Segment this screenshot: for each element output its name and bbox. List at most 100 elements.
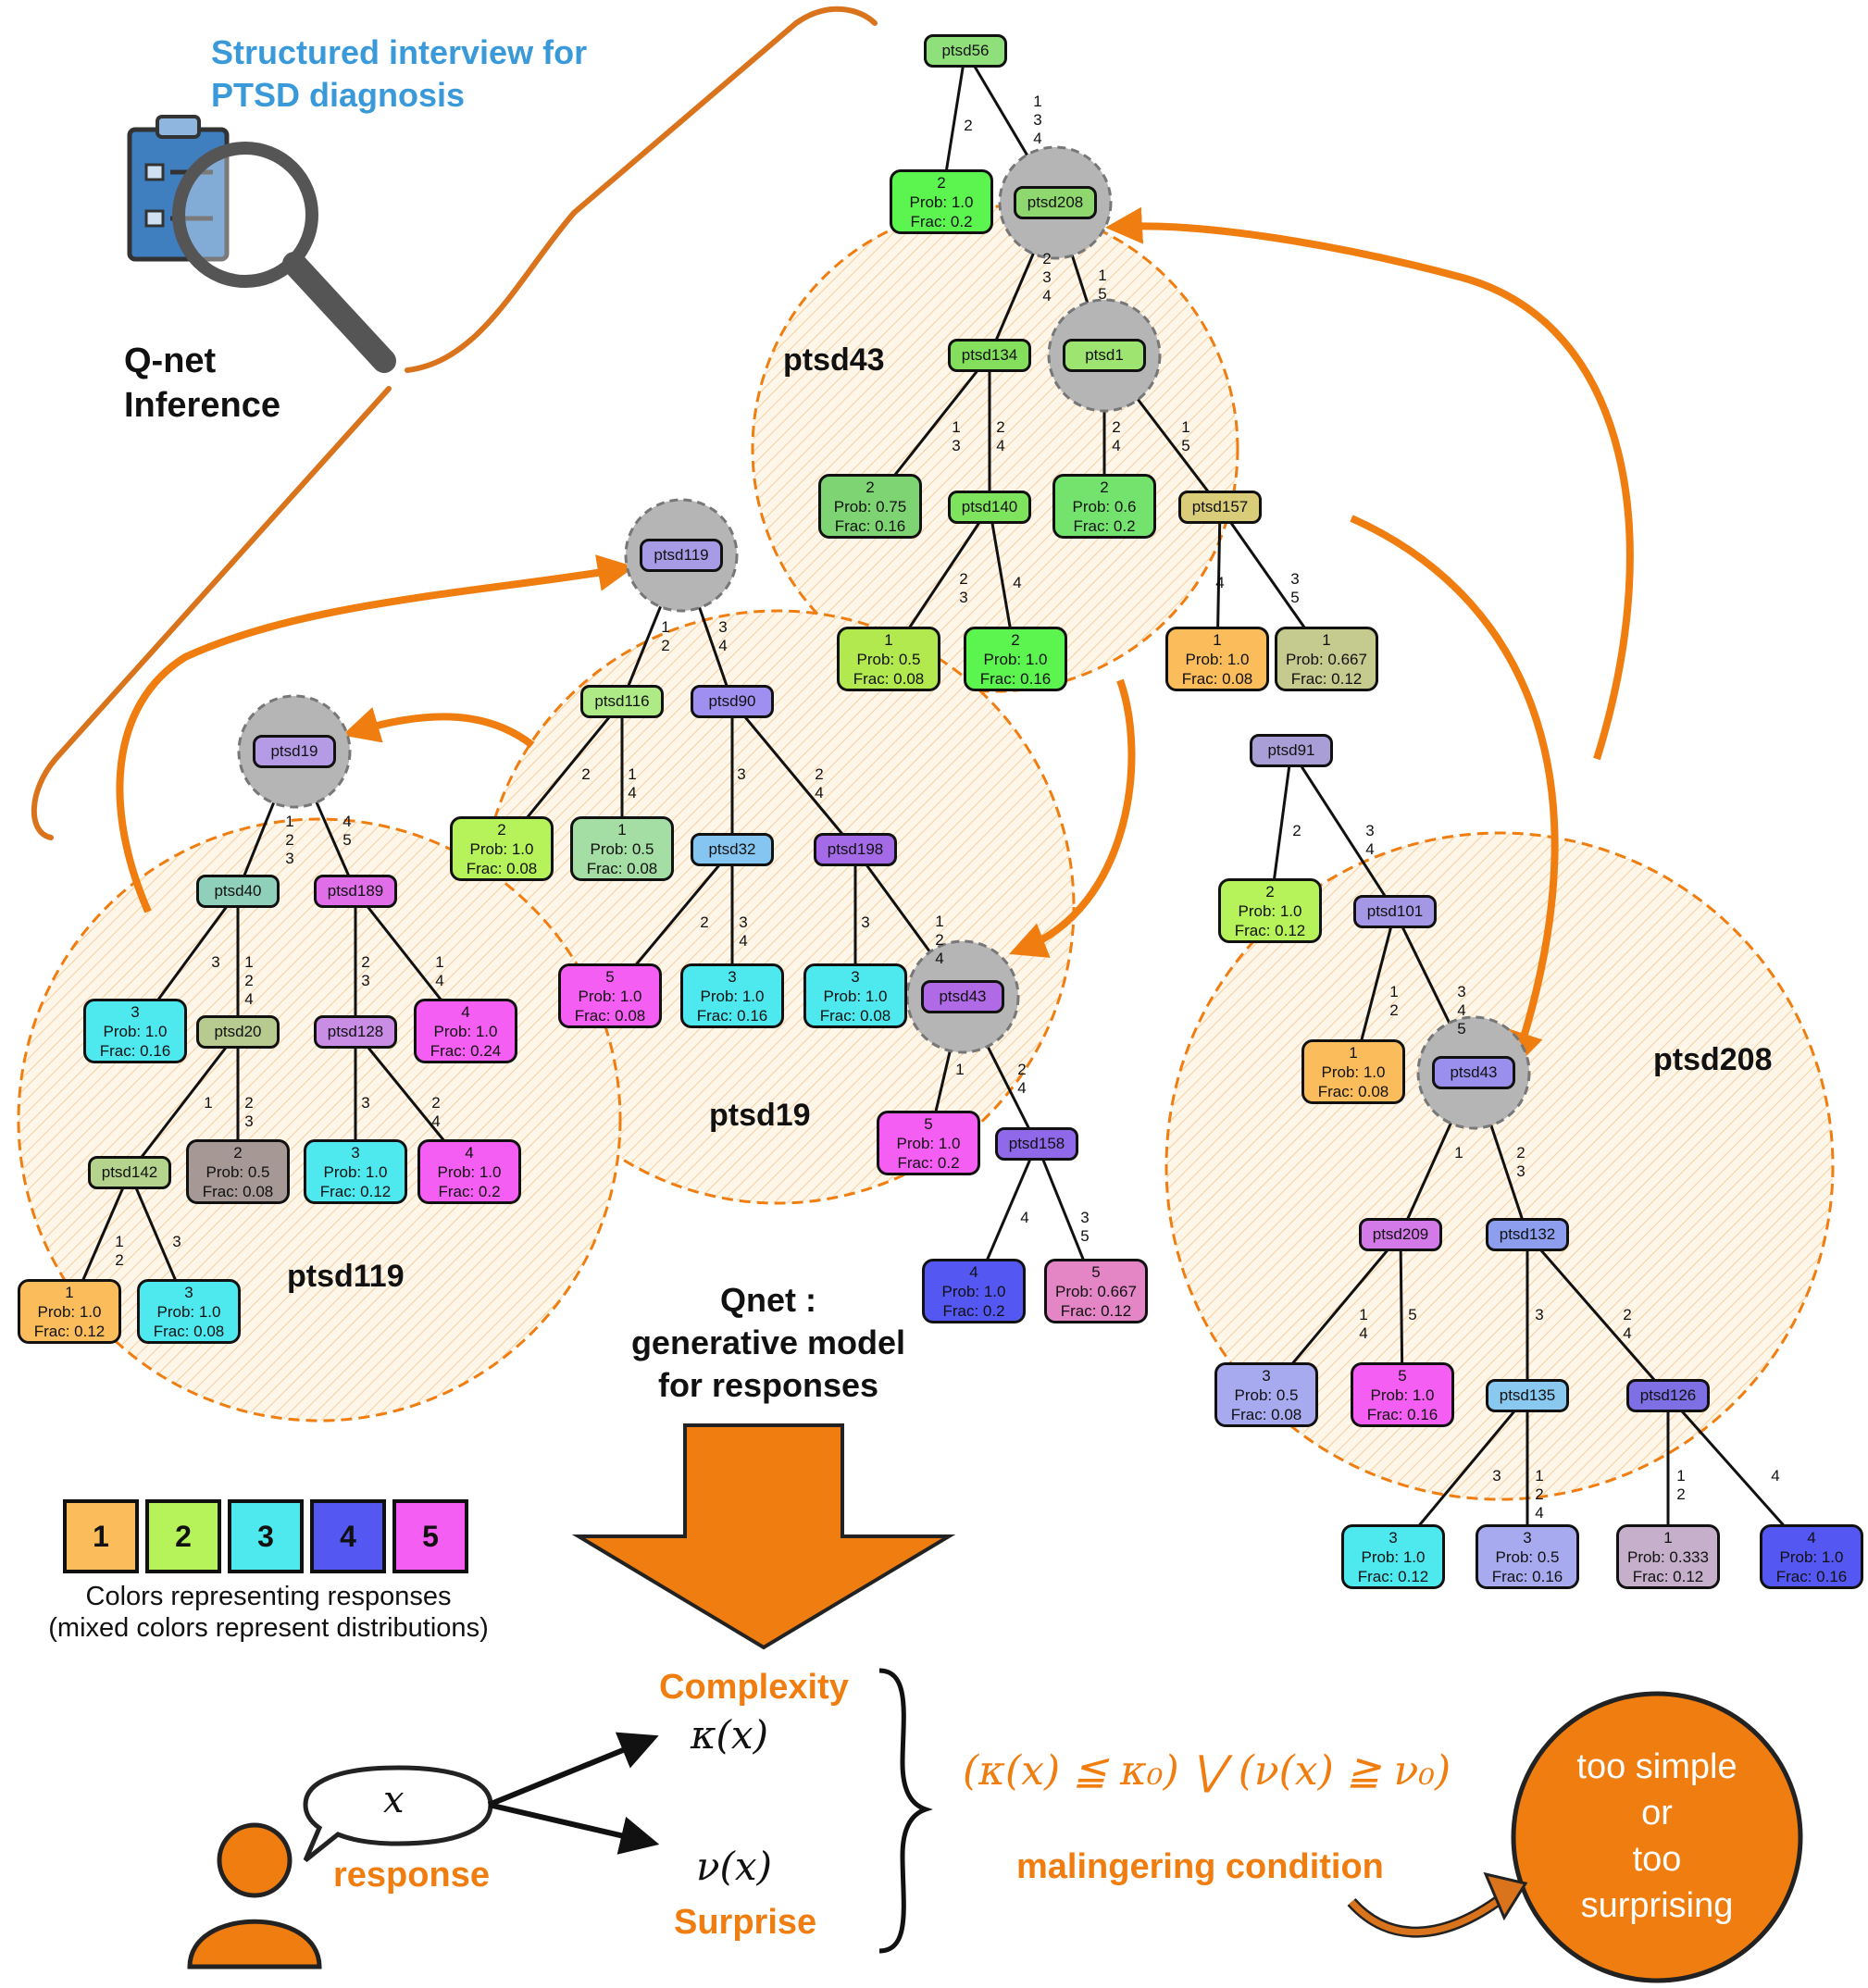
title-line-2: PTSD diagnosis: [211, 76, 466, 114]
result-line-3: too: [1632, 1840, 1682, 1879]
leaf-response: 4: [461, 1003, 470, 1021]
edge-label-value: 2: [244, 972, 254, 989]
edge-label-value: 3: [1033, 111, 1042, 129]
edge-label-value: 3: [1535, 1306, 1544, 1323]
edge-label-value: 3: [172, 1233, 181, 1250]
result-line-1: too simple: [1576, 1747, 1737, 1786]
leaf-response: 1: [1349, 1044, 1358, 1062]
edge-label-e25: 4: [1018, 1209, 1031, 1227]
leaf-response: 2: [866, 478, 875, 496]
edge-label-value: 3: [861, 913, 870, 931]
tree-edge-e33: [128, 1031, 240, 1174]
node-ptsd101: ptsd101: [1353, 895, 1437, 928]
kappa-label: κ(x): [691, 1712, 768, 1758]
node-ptsd158: ptsd158: [995, 1127, 1078, 1161]
qnet-down-arrow: [571, 1423, 956, 1650]
result-line-4: surprising: [1580, 1886, 1734, 1925]
edge-label-value: 3: [211, 953, 220, 971]
leaf-prob: Prob: 1.0: [896, 1135, 961, 1152]
node-ptsd209: ptsd209: [1359, 1218, 1442, 1251]
leaf-frac: Frac: 0.2: [910, 213, 973, 230]
result-circle: [1511, 1691, 1803, 1983]
leaf-prob: Prob: 1.0: [469, 840, 534, 858]
edge-label-value: 1: [1359, 1306, 1368, 1323]
arrow-to-ptsd119: [116, 554, 635, 913]
response-x: x: [383, 1779, 405, 1821]
leaf-frac: Frac: 0.08: [819, 1007, 891, 1025]
node-ptsd116: ptsd116: [580, 685, 664, 718]
edge-label-value: 2: [244, 1094, 254, 1112]
qnet-line-3: for responses: [657, 1366, 879, 1404]
edge-label-e17: 3: [735, 765, 748, 784]
arrow-to-ptsd19: [342, 707, 535, 749]
edge-label-value: 2: [361, 953, 370, 971]
leaf-response: 3: [131, 1003, 140, 1021]
legend-swatch-2: 2: [145, 1499, 221, 1573]
node-ptsd134: ptsd134: [948, 339, 1031, 372]
edge-label-value: 1: [435, 953, 444, 971]
leaf-frac: Frac: 0.2: [1073, 517, 1136, 535]
edge-label-value: 3: [1457, 983, 1466, 1000]
leaf-response: 1: [1663, 1529, 1673, 1547]
leaf-prob: Prob: 1.0: [37, 1303, 102, 1321]
leaf-frac: Frac: 0.16: [834, 517, 906, 535]
leaf-frac: Frac: 0.08: [1230, 1406, 1302, 1423]
edge-label-value: 1: [952, 418, 961, 436]
leaf-frac: Frac: 0.24: [430, 1042, 502, 1060]
leaf-prob: Prob: 1.0: [941, 1283, 1006, 1300]
complexity-label: Complexity: [659, 1668, 849, 1707]
leaf-frac: Frac: 0.2: [438, 1183, 501, 1200]
legend-swatch-3: 3: [228, 1499, 304, 1573]
node-ptsd1: ptsd1: [1063, 339, 1146, 372]
node-ptsd40: ptsd40: [196, 875, 280, 908]
cluster-circles: [17, 205, 1835, 1501]
edge-label-value: 4: [815, 784, 824, 801]
leaf-response: 3: [351, 1144, 360, 1162]
edge-label-value: 4: [431, 1112, 441, 1130]
edge-label-value: 1: [204, 1094, 213, 1112]
magnifier-cable: [31, 6, 878, 840]
edge-label-value: 3: [952, 437, 961, 454]
edge-label-value: 2: [285, 831, 294, 849]
edge-label-value: 3: [361, 1094, 370, 1112]
edge-label-value: 2: [661, 637, 670, 654]
tree-edge-e40: [1289, 750, 1397, 913]
leaf-prob: Prob: 1.0: [700, 988, 765, 1005]
edge-label-value: 1: [935, 913, 944, 930]
edge-label-value: 2: [1042, 250, 1052, 267]
leaf-prob: Prob: 0.6: [1072, 498, 1137, 516]
edge-label-value: 1: [244, 953, 254, 971]
edge-label-value: 3: [244, 1112, 254, 1130]
node-ptsd43a: ptsd43: [921, 980, 1004, 1013]
leaf-prob: Prob: 1.0: [433, 1023, 498, 1040]
edge-label-value: 2: [1623, 1306, 1632, 1323]
leaf-prob: Prob: 0.75: [833, 498, 907, 516]
cluster-ptsd19-circle: [479, 609, 1076, 1205]
leaf-frac: Frac: 0.08: [853, 670, 925, 688]
inference-line-2: Inference: [124, 386, 280, 425]
leaf-prob: Prob: 1.0: [1321, 1063, 1386, 1081]
legend-caption-line-1: Colors representing responses: [85, 1582, 452, 1611]
leaf-response: 5: [605, 968, 615, 986]
edge-label-value: 1: [1676, 1467, 1686, 1485]
qnet-line-2: generative model: [630, 1323, 906, 1361]
edge-label-value: 4: [1017, 1079, 1027, 1097]
leaf-prob: Prob: 1.0: [1185, 651, 1250, 668]
edge-label-value: 4: [1112, 437, 1121, 454]
